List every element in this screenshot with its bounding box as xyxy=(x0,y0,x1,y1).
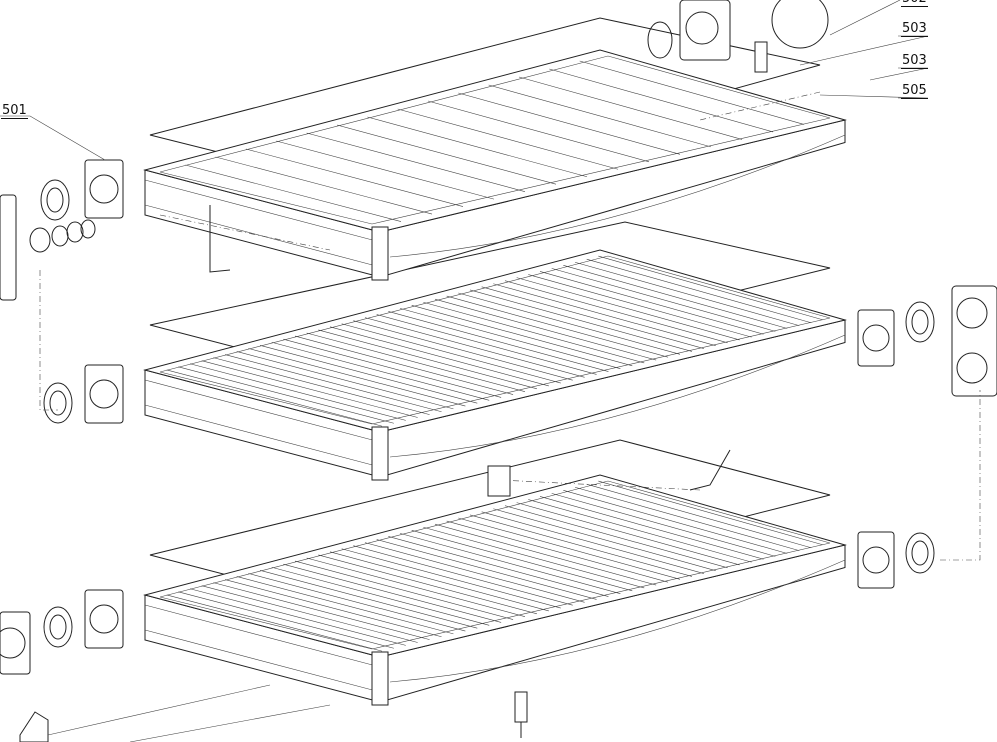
callout-502: 502 xyxy=(901,0,928,7)
panel-middle xyxy=(143,249,847,481)
callout-501: 501 xyxy=(1,103,28,119)
fittings xyxy=(19,41,768,742)
center-lines xyxy=(39,91,981,561)
flanges xyxy=(0,0,997,675)
panel-top xyxy=(143,49,847,281)
callout-503-upper: 503 xyxy=(901,21,928,37)
callout-503-lower: 503 xyxy=(901,53,928,69)
seal-rings xyxy=(29,21,935,648)
callout-505: 505 xyxy=(901,83,928,99)
panel-bottom xyxy=(143,474,847,706)
